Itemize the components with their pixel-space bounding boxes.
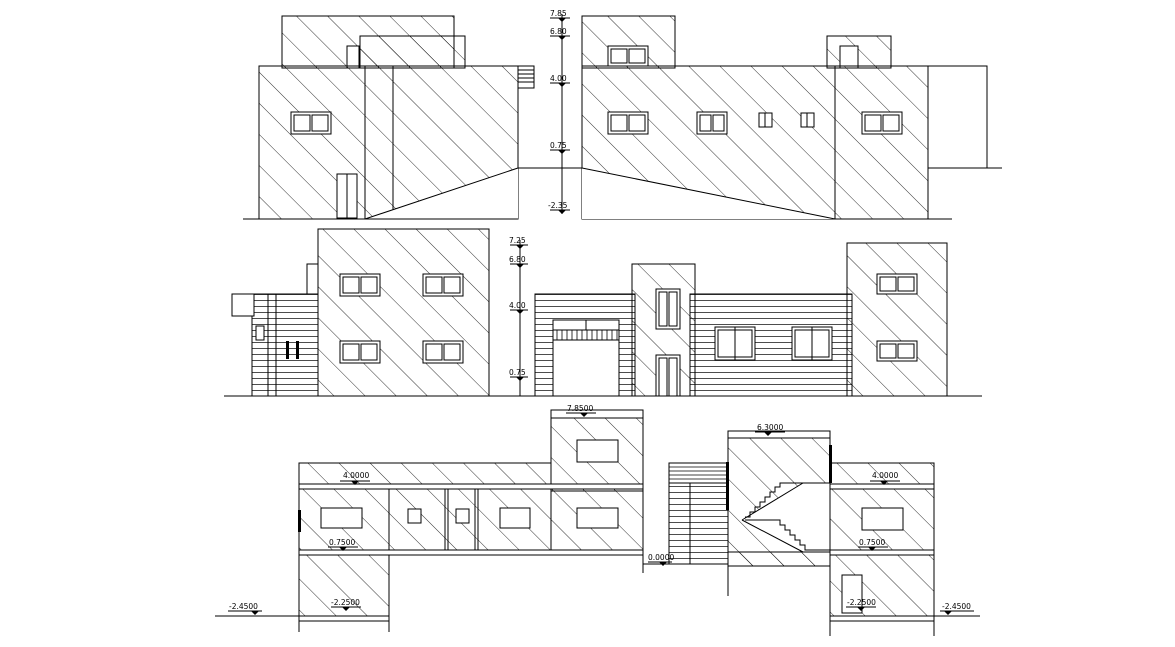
top-elevation-left: [243, 15, 535, 220]
siding-wall: [251, 293, 319, 397]
level-mark: 7.25: [509, 236, 528, 249]
section-left: 7.8500 4.0000 0.7500 -2.2500 -2.4500 0.0…: [215, 404, 728, 632]
section-right: 6.3000 4.0000 0.7500 -2.2500 -2.4500: [668, 423, 980, 636]
large-window: [714, 326, 756, 361]
level-label: 7.8500: [567, 404, 593, 413]
porch-box: [231, 293, 255, 317]
level-mark: 7.85: [550, 9, 570, 22]
level-label: 0.75: [550, 141, 567, 150]
opening: [407, 508, 422, 524]
top-elevation-right: [581, 15, 1002, 220]
level-label: 0.7500: [859, 538, 885, 547]
level-scale-middle: 7.25 6.80 4.00 0.75: [509, 236, 528, 396]
level-mark: 0.7500: [858, 538, 888, 551]
level-mark: -2.4500: [228, 602, 262, 615]
floor-slab: [829, 483, 935, 490]
door: [841, 574, 863, 614]
level-label: -2.2500: [331, 598, 360, 607]
opening: [576, 507, 619, 529]
level-mark: 4.0000: [340, 471, 370, 485]
level-mark: 4.00: [509, 301, 528, 314]
level-mark: 6.3000: [755, 423, 785, 436]
stair-flight-upper: [745, 482, 830, 518]
roof-slab: [298, 462, 552, 487]
level-label: -2.4500: [942, 602, 971, 611]
floor-slab: [298, 483, 644, 490]
level-label: 0.7500: [329, 538, 355, 547]
small-window: [800, 112, 815, 128]
floor-slab: [298, 615, 390, 622]
level-mark: 6.80: [550, 27, 570, 40]
opening: [499, 507, 531, 529]
level-mark: 6.80: [509, 255, 528, 268]
level-label: 6.80: [509, 255, 526, 264]
level-mark: -2.4500: [940, 602, 974, 615]
window: [696, 111, 728, 135]
window: [422, 340, 464, 364]
window: [422, 273, 464, 297]
level-label: 0.75: [509, 368, 526, 377]
garage-opening: [552, 319, 620, 397]
level-label: 6.3000: [757, 423, 783, 432]
level-label: -2.35: [548, 201, 568, 210]
roof-door: [839, 45, 859, 69]
window: [876, 340, 918, 362]
window: [876, 273, 918, 295]
opening: [861, 507, 904, 531]
level-mark: 0.0000: [648, 553, 674, 566]
level-label: 6.80: [550, 27, 567, 36]
level-label: -2.2500: [847, 598, 876, 607]
window: [290, 111, 332, 135]
level-label: 7.85: [550, 9, 567, 18]
stair-rail: [517, 65, 535, 89]
opening: [455, 508, 470, 524]
small-window: [758, 112, 773, 128]
hatched-wall-left: [317, 228, 490, 397]
window: [339, 340, 381, 364]
middle-elevation: 7.25 6.80 4.00 0.75: [224, 228, 982, 397]
floor-slab: [829, 549, 935, 556]
level-mark: 4.00: [550, 74, 570, 87]
level-mark: 4.0000: [870, 471, 900, 485]
level-mark: 0.75: [509, 368, 528, 381]
floor-slab: [298, 549, 644, 556]
level-label: -2.4500: [229, 602, 258, 611]
level-mark: -2.2500: [846, 598, 876, 611]
level-label: 0.0000: [648, 553, 674, 562]
stair-flight-lower: [745, 519, 830, 551]
tall-window: [655, 354, 681, 397]
window: [861, 111, 903, 135]
level-mark: -2.35: [548, 201, 570, 214]
small-window: [286, 341, 299, 359]
upper-roof-block-front: [359, 35, 466, 69]
tall-window: [655, 288, 681, 330]
level-label: 4.00: [509, 301, 526, 310]
door: [336, 173, 358, 219]
level-label: 7.25: [509, 236, 526, 245]
basement: [298, 554, 390, 621]
window: [607, 111, 649, 135]
hatched-wall-right: [846, 242, 948, 397]
level-scale-top: 7.85 6.80 4.00 0.75 -2.35: [518, 9, 582, 214]
window: [339, 273, 381, 297]
level-label: 4.0000: [872, 471, 898, 480]
roof-stair-block: [826, 35, 892, 69]
level-mark: -2.2500: [331, 598, 361, 611]
roof-door: [346, 45, 360, 69]
level-mark: 7.8500: [566, 404, 596, 417]
window: [607, 45, 649, 67]
level-mark: 0.75: [550, 141, 570, 154]
floor-slab: [829, 615, 935, 622]
level-label: 4.0000: [343, 471, 369, 480]
level-label: 4.00: [550, 74, 567, 83]
large-window: [791, 326, 833, 361]
level-mark: 0.7500: [328, 538, 358, 551]
opening: [576, 439, 619, 463]
opening: [320, 507, 363, 529]
annex-wall: [927, 65, 988, 169]
